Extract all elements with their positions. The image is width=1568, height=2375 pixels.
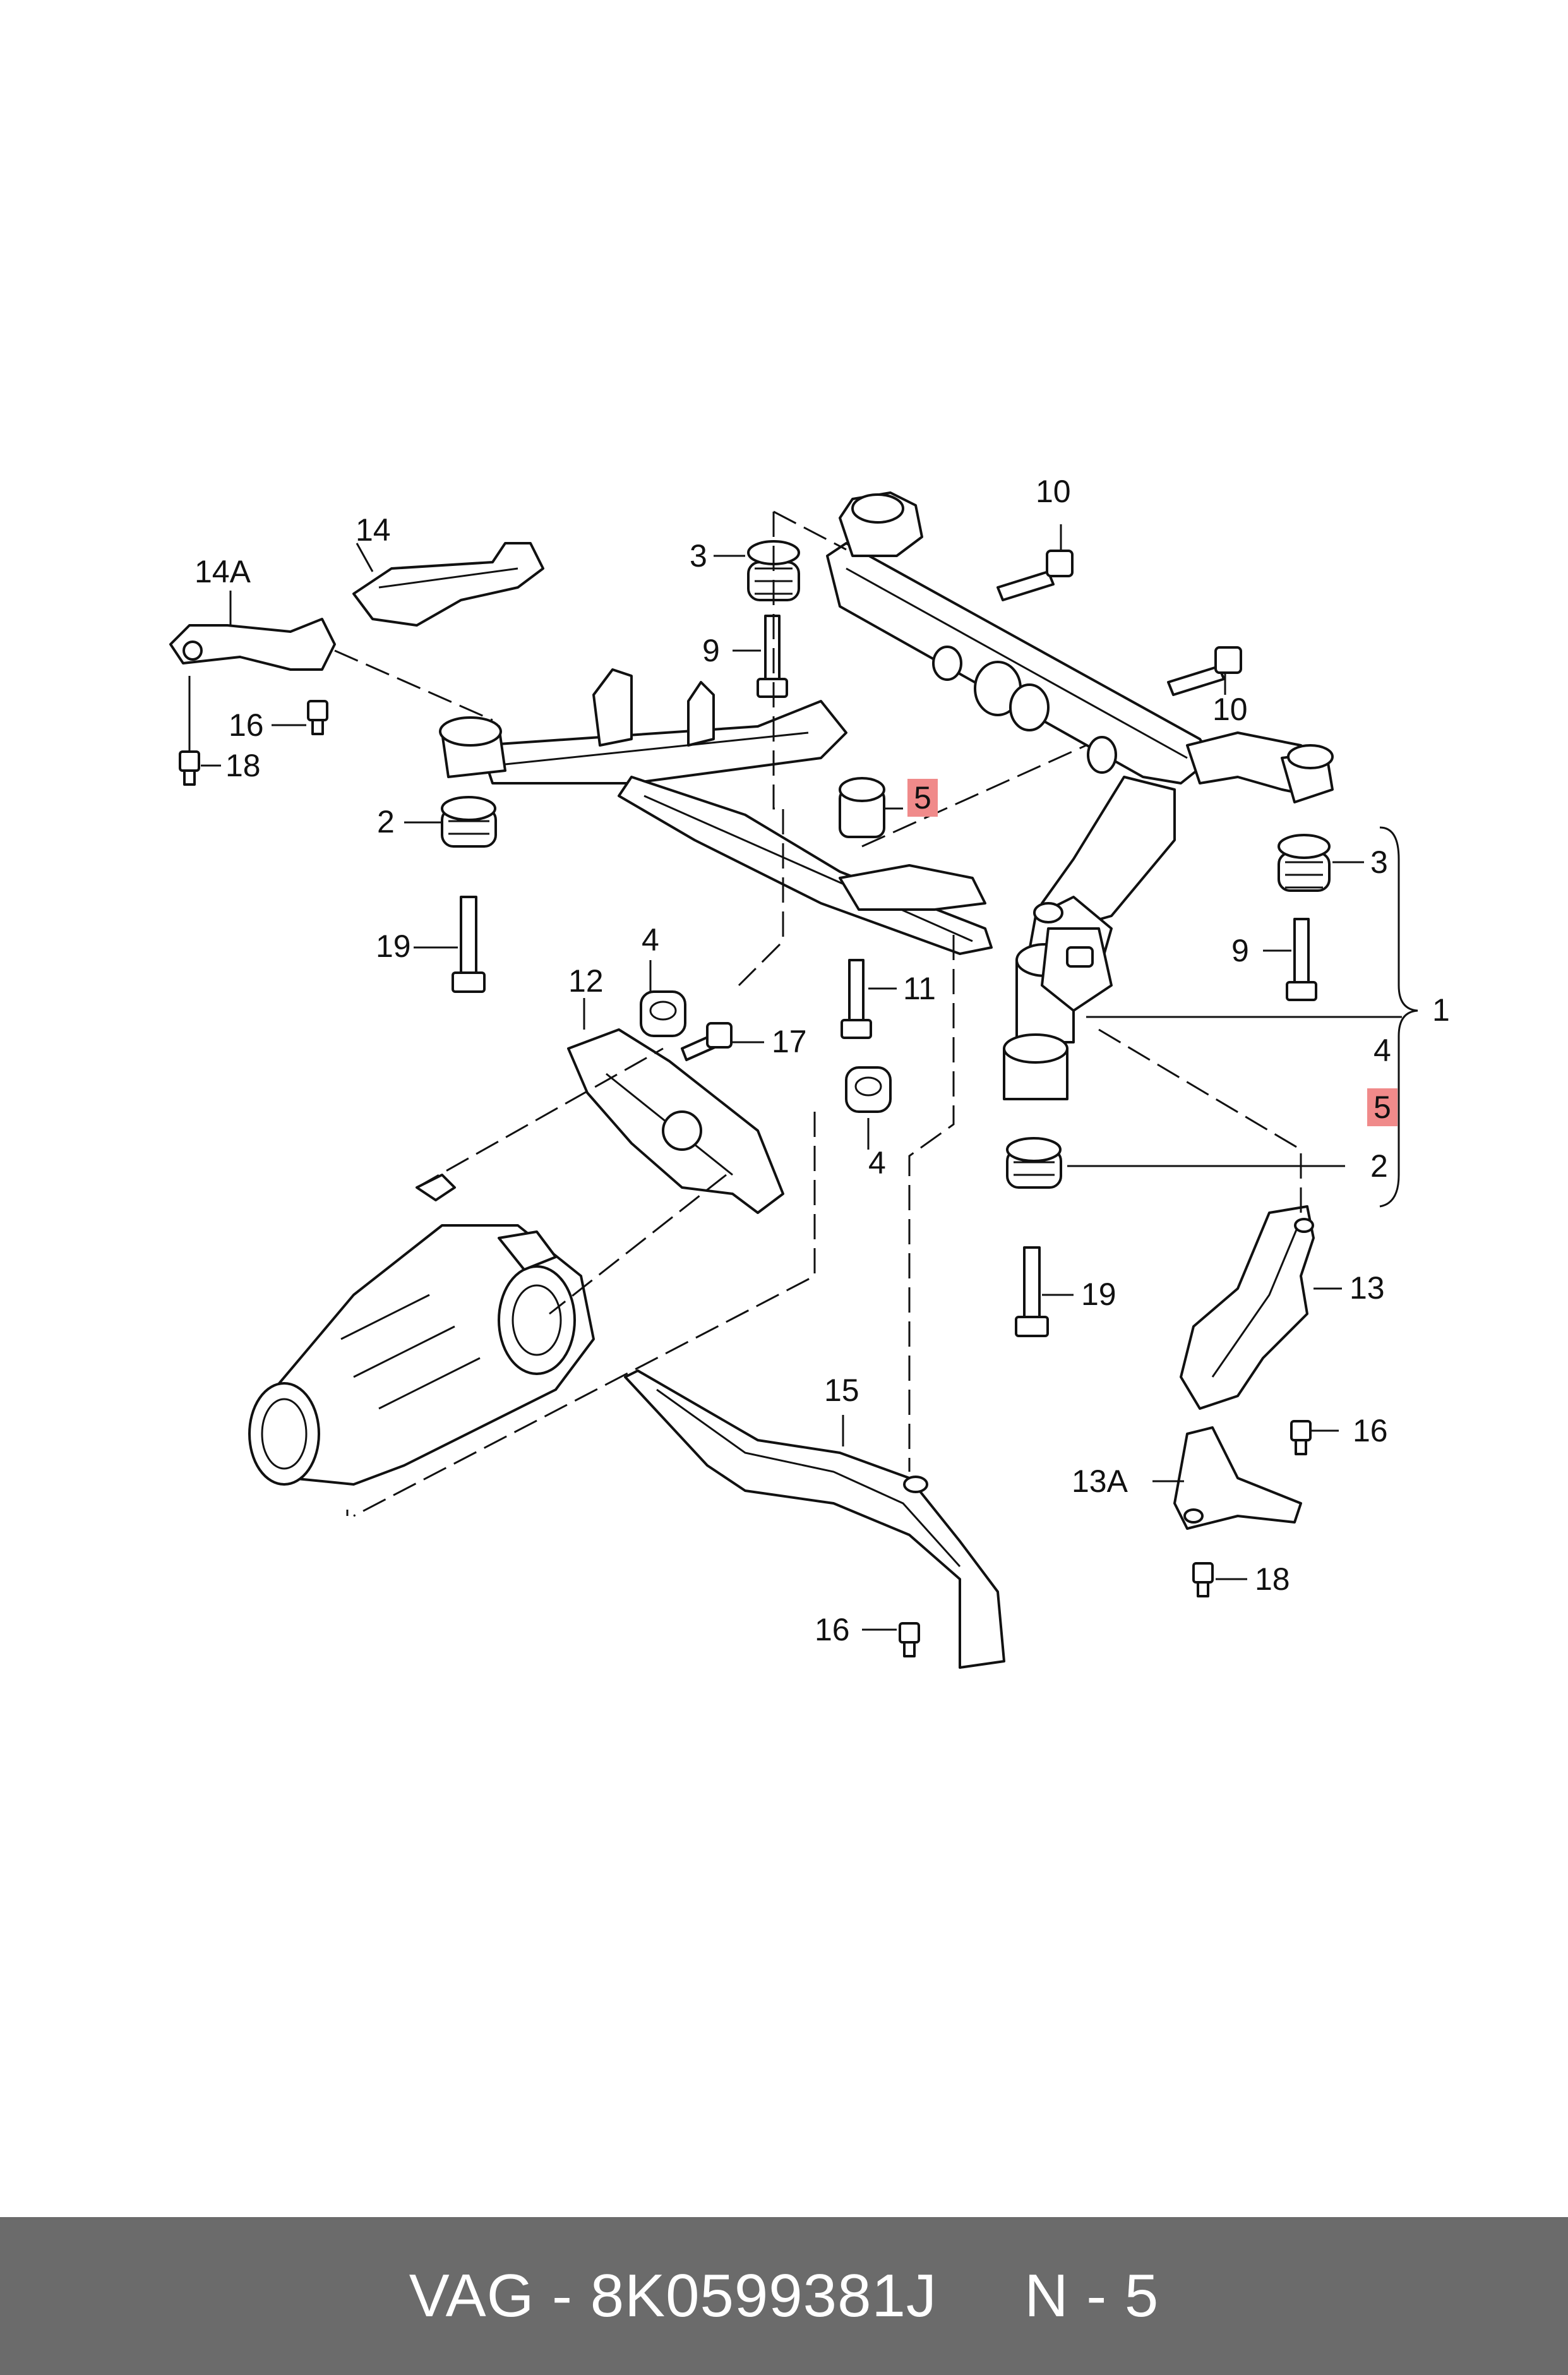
bushing-4-bottom	[845, 1066, 892, 1113]
callout-10-mid: 10	[1212, 692, 1248, 727]
bolt-19-right	[1015, 1246, 1049, 1337]
bushing-3-right	[1278, 834, 1331, 892]
subframe-part	[439, 491, 1334, 1100]
nut-18-left	[179, 750, 200, 786]
callout-5-top: 5	[914, 780, 931, 815]
callout-3-left: 3	[690, 538, 707, 574]
highlight-box-5-top	[907, 779, 938, 817]
bolt-9-left	[757, 615, 788, 698]
assembly-dashed-lines	[334, 510, 1302, 1517]
bracket-part-13a	[1173, 1426, 1302, 1530]
nut-16-left	[307, 700, 328, 735]
callout-16-left: 16	[229, 707, 264, 743]
bracket-part-14a	[169, 618, 336, 671]
callout-1: 1	[1432, 992, 1450, 1028]
callout-2-right: 2	[1370, 1148, 1388, 1184]
callout-11: 11	[903, 971, 936, 1006]
bushing-2-left	[441, 796, 497, 848]
leader-lines	[188, 524, 1418, 1631]
bolt-9-right	[1286, 918, 1317, 1001]
callout-16-bottom: 16	[815, 1612, 850, 1647]
callout-3-right: 3	[1370, 845, 1388, 880]
nut-18-right	[1192, 1562, 1214, 1597]
callout-13: 13	[1350, 1270, 1385, 1306]
callout-9-right: 9	[1231, 933, 1249, 968]
callout-10-top: 10	[1036, 474, 1071, 509]
callout-14: 14	[356, 512, 391, 548]
bolt-17	[681, 1022, 733, 1061]
callout-5-bracket: 5	[1373, 1090, 1391, 1125]
callout-14a: 14A	[195, 554, 251, 589]
exploded-parts-diagram: 1 4 5 2 3 9 10 10 3 9 14 14A 16 18 2 5 1…	[169, 474, 1450, 1669]
bolt-10-top	[996, 550, 1074, 601]
bushing-5	[839, 777, 885, 838]
callout-4-top: 4	[642, 922, 659, 958]
bracket-part-14	[352, 542, 544, 627]
callout-18-left: 18	[225, 748, 261, 783]
bolt-19-left	[452, 896, 486, 993]
bushing-2-right	[1006, 1137, 1062, 1189]
highlight-box-5-bracket	[1367, 1088, 1397, 1126]
nut-16-bottom	[899, 1622, 920, 1657]
crossmember-part-12	[567, 1028, 784, 1214]
callout-12: 12	[568, 963, 604, 999]
footer-bar: VAG - 8K0599381J N - 5	[0, 2217, 1568, 2375]
bolt-10-mid	[1167, 646, 1242, 696]
part-number-caption: VAG - 8K0599381J N - 5	[409, 2262, 1159, 2330]
callout-18-right: 18	[1255, 1561, 1290, 1597]
callout-9-left: 9	[702, 633, 720, 668]
bracket-part-15	[624, 1369, 1005, 1669]
nut-16-right	[1290, 1420, 1312, 1455]
callout-4-bracket: 4	[1373, 1033, 1391, 1068]
callout-17: 17	[772, 1024, 807, 1059]
bolt-11	[841, 959, 872, 1039]
bushing-4-top	[640, 990, 686, 1037]
differential-housing	[248, 1174, 595, 1486]
callout-15: 15	[824, 1373, 859, 1408]
callout-16-right: 16	[1353, 1413, 1388, 1448]
callout-4-bottom: 4	[868, 1145, 886, 1181]
callout-13a: 13A	[1072, 1464, 1128, 1499]
callout-19-left: 19	[376, 929, 411, 964]
callout-19-right: 19	[1081, 1277, 1116, 1312]
bracket-part-13	[1180, 1205, 1315, 1410]
callout-2-left: 2	[377, 804, 395, 839]
